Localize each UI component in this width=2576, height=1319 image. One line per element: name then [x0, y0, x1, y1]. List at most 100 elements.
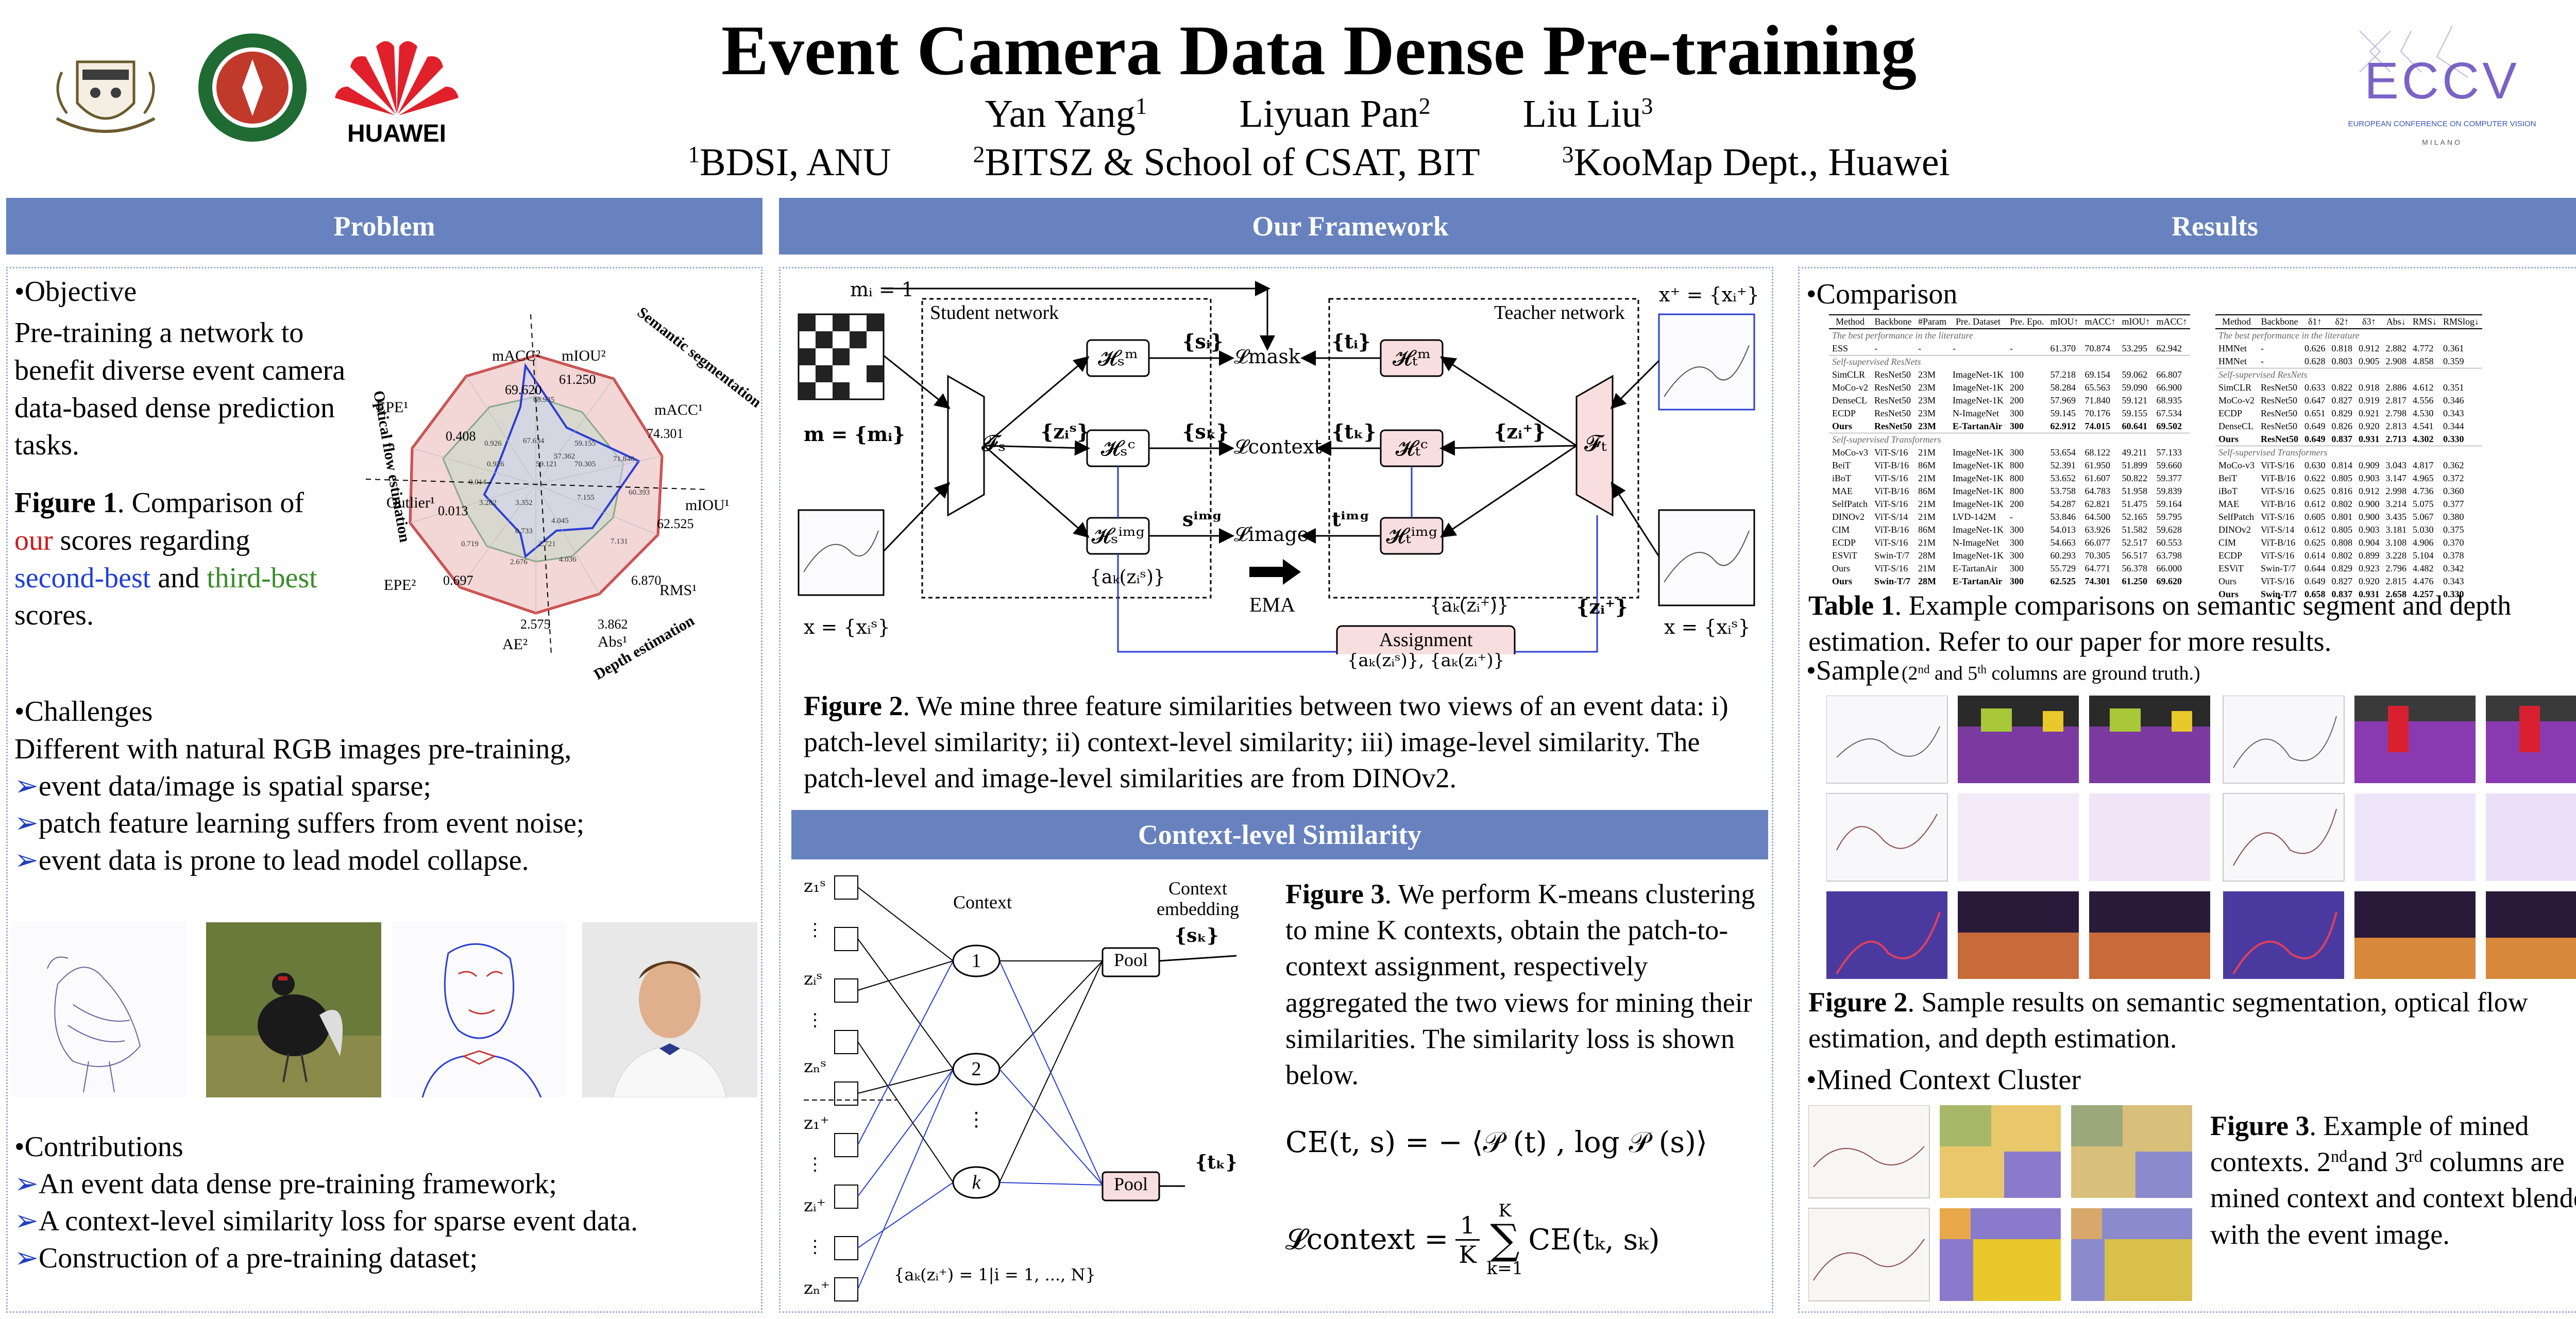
table_depth-cell: 2.796 [2385, 563, 2407, 573]
radar-axis-miou2: mIOU² [562, 347, 606, 364]
table_seg-cell: 51.582 [2122, 525, 2147, 535]
table_depth-cell: 0.826 [2331, 421, 2353, 431]
radar-axis-abs1: Abs¹ [598, 633, 627, 650]
table_depth-cell: BeiT [2218, 473, 2237, 483]
table_seg-cell: SimCLR [1832, 369, 1866, 380]
table_seg-cell: ImageNet-1K [1952, 447, 2004, 458]
table_seg-cell: 60.641 [2122, 421, 2147, 431]
table_depth-cell: 0.351 [2443, 382, 2464, 393]
framework-figure2-caption: Figure 2. We mine three feature similari… [804, 690, 1728, 794]
table_depth-cell: 4.302 [2413, 434, 2434, 444]
table_depth-cell: 0.377 [2443, 499, 2464, 509]
table_seg-cell: 800 [2009, 473, 2024, 483]
table_seg-cell: 800 [2009, 460, 2024, 470]
table_seg-cell: 21M [1918, 537, 1936, 548]
table_seg-cell: E-TartanAir [1952, 421, 2003, 431]
table_depth-cell: 4.736 [2413, 486, 2434, 496]
table_depth-cell: 0.649 [2304, 434, 2326, 444]
label-hs-c: 𝓗ₛᶜ [1100, 435, 1136, 461]
table_depth-cell: 5.030 [2413, 525, 2434, 535]
table_depth-cell: ViT-S/14 [2261, 525, 2295, 535]
context-similarity-header: Context-level Similarity [791, 810, 1768, 859]
context-node-1: 1 [971, 950, 981, 972]
table_depth-cell: 4.858 [2413, 356, 2434, 366]
table_seg-cell: 59.155 [2122, 408, 2147, 418]
table_depth-cell: Ours [2218, 576, 2236, 586]
table_depth-cell: 0.372 [2443, 473, 2464, 483]
affiliation-list: 1BDSI, ANU 2BITSZ & School of CSAT, BIT … [0, 140, 2576, 185]
label-mi: mᵢ = 1 [850, 278, 914, 301]
zp-label-4: ⋮ [806, 1237, 824, 1257]
table_depth-section-row: Self-supervised ResNets [2215, 368, 2483, 381]
table_depth-cell: 0.827 [2331, 395, 2353, 405]
table_depth-cell: 4.257 [2413, 589, 2434, 599]
table_depth-cell: 4.965 [2413, 473, 2434, 483]
table_seg-cell: 57.218 [2050, 369, 2076, 380]
table_depth-section-row: Self-supervised Transformers [2215, 446, 2483, 459]
table_seg-cell: ESViT [1832, 550, 1857, 561]
context-node-dots: ⋮ [967, 1109, 986, 1130]
table_seg-cell: 70.305 [2084, 550, 2110, 561]
radar-val-8: 0.408 [446, 429, 476, 444]
context-diagram [804, 875, 1237, 1301]
table_seg-cell: 56.378 [2122, 563, 2147, 573]
challenge-item-3: ➢event data is prone to lead model colla… [14, 844, 529, 876]
pool-label-s: Pool [1113, 950, 1148, 970]
table_depth-cell: 0.801 [2331, 512, 2353, 522]
sample-heading: •Sample (2nd and 5th columns are ground … [1806, 655, 2200, 686]
table_depth-cell: 4.906 [2413, 537, 2434, 548]
table_depth-cell: 0.920 [2359, 421, 2380, 431]
table_seg-cell: BeiT [1832, 460, 1851, 470]
table_seg-cell: 86M [1918, 525, 1936, 535]
label-tk: {tₖ} [1332, 420, 1377, 443]
table_depth-cell: 0.829 [2331, 408, 2353, 418]
table_seg-cell: Ours [1832, 576, 1853, 586]
problem-header: Problem [6, 198, 762, 255]
table_depth-cell: 3.435 [2385, 512, 2407, 522]
table_seg-cell: 69.620 [2156, 576, 2182, 586]
radar-inner-15: 4.045 [551, 517, 569, 525]
table_seg-cell: 53.295 [2122, 343, 2147, 353]
radar-inner-17: 3.352 [515, 499, 533, 507]
table_seg-cell: 53.846 [2050, 512, 2076, 522]
table_seg-cell: 28M [1918, 576, 1936, 586]
radar-axis-outlier1: Outlier¹ [386, 494, 435, 511]
table_seg-cell: 66.807 [2156, 369, 2182, 380]
table_depth-cell: 0.346 [2443, 395, 2464, 405]
objective-text: Pre-training a network to benefit divers… [14, 317, 346, 462]
table_seg-cell: ImageNet-1K [1952, 499, 2004, 509]
table_depth-cell: 4.772 [2413, 343, 2434, 353]
mask-grid [798, 313, 885, 400]
table_depth-cell: 0.342 [2443, 563, 2464, 573]
huawei-logo [335, 41, 459, 115]
table_depth-cell: 0.931 [2359, 434, 2380, 444]
table_seg-cell: 59.628 [2156, 525, 2182, 535]
table_depth-cell: 4.817 [2413, 460, 2434, 470]
table_depth-cell: DINOv2 [2218, 525, 2251, 535]
table_seg-cell: 65.563 [2084, 382, 2110, 393]
encoder-ft [1575, 375, 1614, 517]
table_seg-cell: DINOv2 [1832, 512, 1865, 522]
radar-group-semantic: Semantic segmentation [634, 304, 762, 411]
table_depth-cell: 0.630 [2304, 460, 2326, 470]
table_depth-cell: CIM [2218, 537, 2236, 548]
table_depth-cell: 0.658 [2304, 589, 2326, 599]
table_seg-cell: 28M [1918, 550, 1936, 561]
table_depth-cell: 2.908 [2385, 356, 2407, 366]
table_depth-section-label: Self-supervised Transformers [2215, 446, 2483, 459]
table_seg-cell: ViT-B/16 [1874, 525, 1909, 535]
table_seg-cell: ImageNet-1K [1952, 525, 2004, 535]
contribution-item-1: ➢An event data dense pre-training framew… [14, 1168, 557, 1200]
table_seg-cell: 59.795 [2156, 512, 2182, 522]
zs-label-3: zᵢˢ [804, 969, 823, 989]
table_seg-cell: ViT-S/16 [1874, 447, 1908, 458]
author-3: Liu Liu3 [1522, 92, 1653, 136]
table_seg-cell: N-ImageNet [1952, 408, 1999, 418]
table_seg-cell: 59.090 [2122, 382, 2147, 393]
